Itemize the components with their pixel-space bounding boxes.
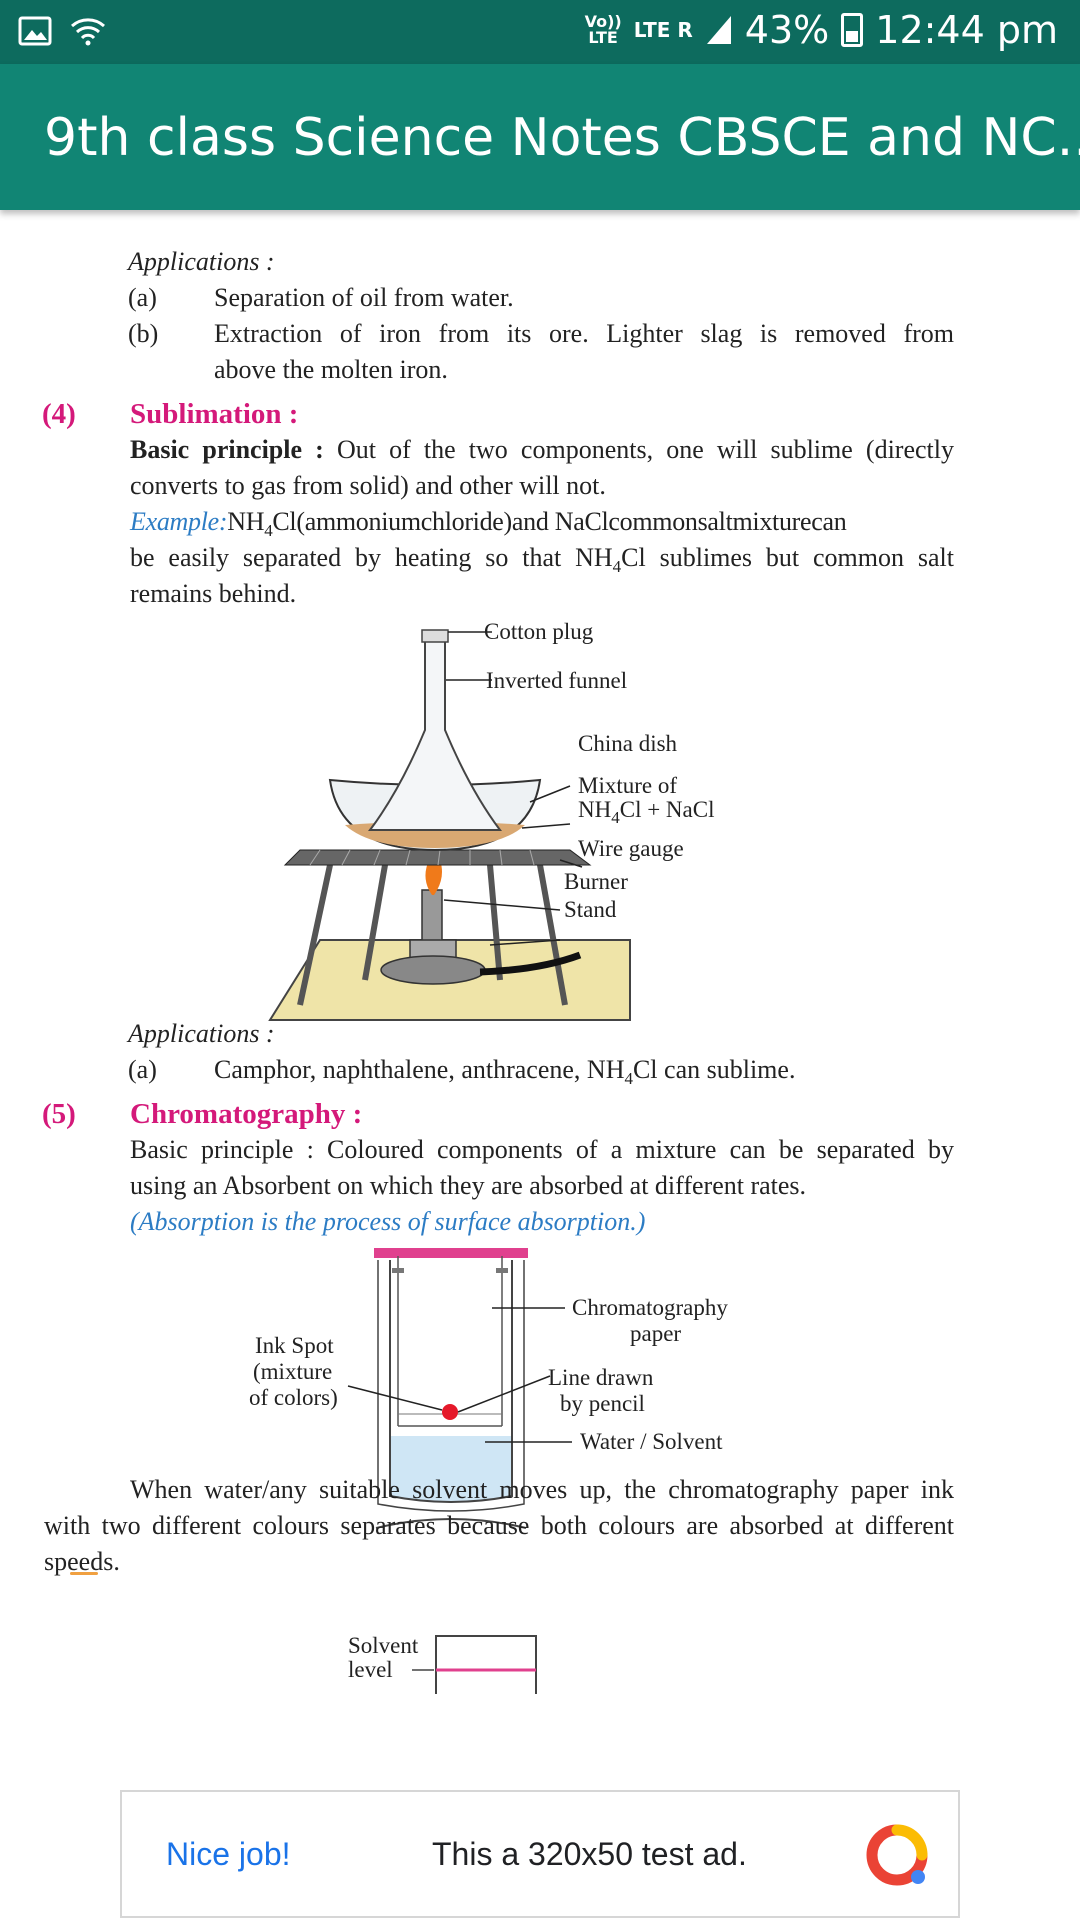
app-title: 9th class Science Notes CBSCE and NC... xyxy=(44,108,1080,168)
volte-indicator: Vo)) LTE xyxy=(584,12,622,47)
notes-page[interactable]: Applications : (a) Separation of oil fro… xyxy=(0,210,1080,1790)
label-solvent: Solvent xyxy=(348,1633,419,1658)
list-item-continued: above the molten iron. xyxy=(214,355,448,384)
label-mixture: Mixture of xyxy=(578,773,678,798)
label-wire-gauge: Wire gauge xyxy=(578,836,684,861)
list-marker: (a) xyxy=(128,1055,157,1084)
ad-logo-icon[interactable] xyxy=(864,1822,930,1888)
label-burner: Burner xyxy=(564,869,628,894)
cotton-plug xyxy=(421,629,449,643)
status-bar: Vo)) LTE LTE R 43% 12:44 pm xyxy=(0,0,1080,64)
label-ink-spot-2: (mixture xyxy=(253,1359,333,1384)
chromatography-note: (Absorption is the process of surface ab… xyxy=(130,1207,646,1236)
status-right: Vo)) LTE LTE R 43% 12:44 pm xyxy=(585,8,1058,52)
orange-mark xyxy=(70,1572,98,1575)
applications-heading: Applications : xyxy=(128,1019,275,1048)
stand-legs xyxy=(297,864,568,1006)
jar-lid xyxy=(374,1248,528,1258)
battery-percent: 43% xyxy=(744,8,830,52)
label-line-drawn: Line drawn xyxy=(548,1365,654,1390)
solvent-diagram xyxy=(412,1635,537,1694)
list-item: Extraction of iron from its ore. Lighter… xyxy=(214,319,954,348)
list-item: Camphor, naphthalene, anthracene, NH4Cl … xyxy=(214,1055,796,1088)
label-cotton-plug: Cotton plug xyxy=(484,619,594,644)
battery-icon xyxy=(841,13,864,47)
status-left xyxy=(18,16,106,46)
ad-cta[interactable]: Nice job! xyxy=(166,1836,291,1872)
list-marker: (b) xyxy=(128,319,159,348)
example-line: Example:NH4Cl(ammoniumchloride)and NaClc… xyxy=(130,507,847,540)
app-bar: 9th class Science Notes CBSCE and NC... xyxy=(0,64,1080,210)
chromatography-text: using an Absorbent on which they are abs… xyxy=(130,1171,807,1200)
section-number: (4) xyxy=(42,398,76,430)
label-inverted-funnel: Inverted funnel xyxy=(486,668,628,693)
list-marker: (a) xyxy=(128,283,157,312)
wire-gauge xyxy=(283,849,592,866)
wifi-icon xyxy=(71,18,105,46)
principle-line: converts to gas from solid) and other wi… xyxy=(130,471,606,500)
network-label: LTE R xyxy=(633,18,693,42)
label-chromatography-paper: Chromatography xyxy=(572,1295,728,1320)
closing-paragraph: When water/any suitable solvent moves up… xyxy=(44,1475,954,1576)
image-icon xyxy=(18,16,52,46)
flame xyxy=(425,858,442,895)
burner xyxy=(380,889,582,985)
label-stand: Stand xyxy=(564,897,617,922)
label-water-solvent: Water / Solvent xyxy=(580,1429,723,1454)
section-heading: Chromatography : xyxy=(130,1098,363,1130)
water-solvent xyxy=(390,1436,512,1502)
ad-text[interactable]: This a 320x50 test ad. xyxy=(432,1836,747,1872)
applications-heading: Applications : xyxy=(128,247,275,276)
label-ink-spot-3: of colors) xyxy=(249,1385,338,1410)
ink-spot xyxy=(442,1404,458,1420)
section-heading: Sublimation : xyxy=(130,398,299,430)
signal-icon xyxy=(706,16,731,44)
example-line: be easily separated by heating so that N… xyxy=(130,543,954,576)
ad-banner[interactable]: Nice job! This a 320x50 test ad. xyxy=(120,1790,960,1918)
clock: 12:44 pm xyxy=(875,8,1058,52)
principle-line: Basic principle : Out of the two compone… xyxy=(130,435,954,464)
label-china-dish: China dish xyxy=(578,731,678,756)
label-mixture-formula: NH4Cl + NaCl xyxy=(578,797,715,827)
list-item: Separation of oil from water. xyxy=(214,283,514,312)
label-line-drawn-2: by pencil xyxy=(560,1391,645,1416)
example-line: remains behind. xyxy=(130,579,297,608)
chromatography-text: Basic principle : Coloured components of… xyxy=(130,1135,954,1164)
sublimation-diagram xyxy=(268,629,631,1021)
label-chromatography-paper-2: paper xyxy=(630,1321,682,1346)
jar xyxy=(389,1260,513,1503)
label-level: level xyxy=(348,1657,393,1682)
inverted-funnel xyxy=(368,639,502,831)
chromatography-diagram xyxy=(347,1248,572,1529)
section-number: (5) xyxy=(42,1098,76,1130)
label-ink-spot: Ink Spot xyxy=(255,1333,334,1358)
